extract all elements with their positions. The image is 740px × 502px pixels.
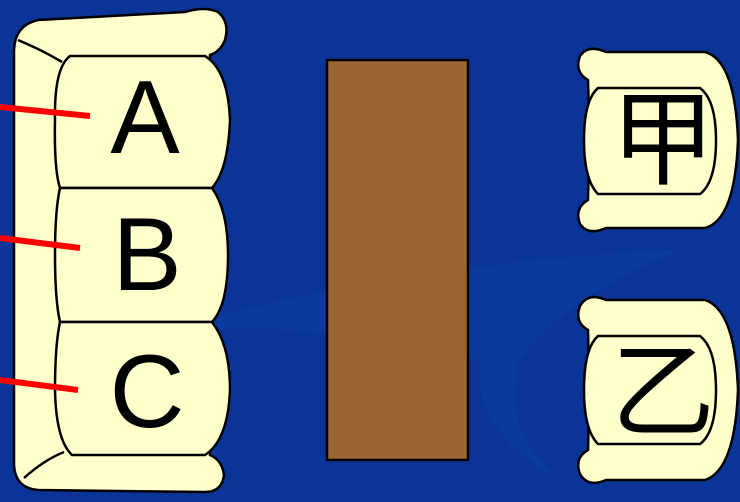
chair-label-jia: 甲: [603, 88, 723, 192]
seat-label-c: C: [92, 340, 202, 444]
seat-label-a: A: [90, 66, 200, 170]
seat-label-b: B: [92, 203, 202, 307]
table: [327, 60, 468, 460]
chair-label-yi: 乙: [603, 340, 723, 444]
